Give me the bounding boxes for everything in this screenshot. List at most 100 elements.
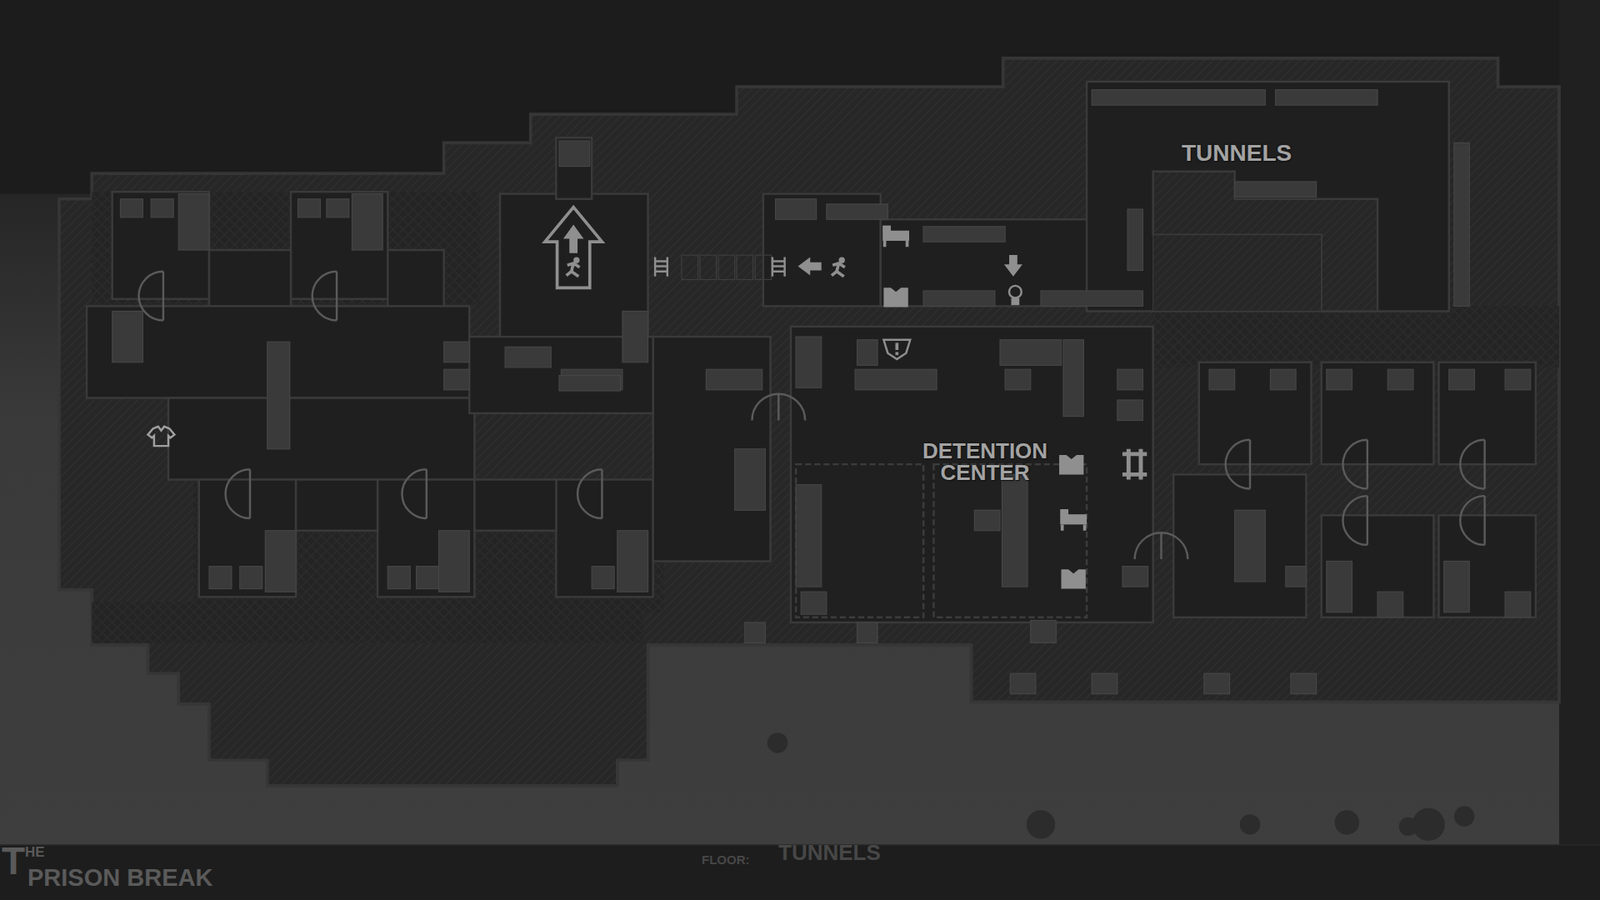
room-floor	[1321, 362, 1435, 465]
furniture	[857, 622, 878, 643]
door	[249, 469, 251, 519]
furniture	[1235, 510, 1266, 582]
floor-name: TUNNELS	[778, 841, 881, 864]
door	[335, 271, 338, 321]
cell-wall	[795, 464, 924, 618]
door	[1249, 440, 1251, 490]
room-floor	[387, 250, 444, 306]
table-icon	[1122, 449, 1147, 480]
furniture	[745, 622, 765, 643]
furniture	[617, 530, 649, 592]
bed-icon	[882, 230, 910, 241]
tunnel-wall	[1153, 235, 1322, 312]
door	[1225, 440, 1250, 490]
furniture	[351, 194, 383, 250]
room-label: DETENTION CENTER	[893, 440, 1077, 484]
furniture	[112, 310, 144, 362]
furniture	[1290, 673, 1317, 694]
furniture	[240, 566, 263, 590]
furniture	[1270, 369, 1296, 390]
rock	[1335, 810, 1360, 835]
furniture	[735, 449, 766, 510]
catwalk	[755, 255, 772, 280]
furniture	[775, 199, 817, 220]
furniture	[1209, 369, 1235, 390]
catwalk	[718, 255, 735, 280]
catwalk	[700, 255, 717, 280]
furniture	[1117, 400, 1144, 420]
furniture	[150, 199, 174, 218]
furniture	[923, 290, 995, 306]
rock	[1454, 805, 1475, 826]
furniture	[974, 510, 1000, 530]
room-floor	[1439, 362, 1536, 465]
vest-icon	[883, 287, 908, 307]
furniture	[1444, 560, 1470, 612]
furniture	[857, 340, 878, 366]
door	[600, 469, 603, 519]
furniture	[298, 199, 321, 218]
furniture	[1000, 340, 1061, 366]
floor-caption: FLOOR:	[701, 853, 750, 866]
room-floor	[290, 191, 388, 300]
furniture	[1454, 142, 1470, 306]
door	[162, 271, 165, 321]
furniture	[505, 346, 551, 367]
furniture	[1001, 474, 1028, 587]
furniture	[178, 194, 210, 250]
furniture	[265, 530, 296, 592]
furniture	[1010, 673, 1036, 694]
yard-floor	[91, 601, 643, 643]
furniture	[267, 341, 290, 450]
furniture	[1285, 566, 1306, 587]
door	[1342, 440, 1367, 490]
player-icon	[831, 263, 845, 277]
door	[751, 394, 805, 421]
furniture	[209, 566, 232, 590]
door	[1135, 532, 1189, 560]
room-floor	[168, 398, 475, 480]
vest-icon	[1059, 455, 1084, 475]
furniture	[923, 226, 1005, 242]
door	[312, 271, 337, 321]
furniture	[1122, 566, 1149, 587]
furniture	[559, 140, 590, 167]
furniture	[1449, 369, 1475, 390]
game-logo: PRISON BREAK	[27, 865, 213, 890]
lightbulb-icon	[1009, 285, 1022, 299]
furniture	[1117, 369, 1144, 390]
furniture	[1275, 90, 1378, 105]
room-floor	[209, 250, 291, 306]
furniture	[559, 375, 620, 391]
rock	[1412, 808, 1445, 841]
door	[1342, 495, 1367, 545]
room-label: TUNNELS	[1181, 141, 1292, 165]
bed-icon	[1062, 524, 1085, 530]
room-floor	[112, 191, 210, 300]
room-floor	[295, 480, 378, 531]
player-icon	[566, 263, 580, 277]
room-floor	[1199, 362, 1312, 465]
catwalk	[736, 255, 754, 280]
furniture	[1377, 591, 1404, 618]
room-floor	[474, 480, 556, 531]
game-logo: HE	[25, 845, 45, 860]
furniture	[439, 530, 470, 592]
furniture	[1505, 369, 1531, 390]
bed-icon	[1060, 514, 1087, 525]
door	[401, 469, 426, 519]
furniture	[795, 336, 822, 388]
furniture	[855, 369, 937, 390]
furniture	[1326, 369, 1353, 390]
vest-icon	[1060, 569, 1085, 589]
bed-icon	[1060, 509, 1069, 515]
furniture	[416, 566, 440, 590]
furniture	[1030, 620, 1057, 643]
furniture	[1505, 591, 1531, 618]
cell-wall	[933, 464, 1087, 618]
door	[577, 469, 602, 519]
room-floor	[1439, 515, 1536, 617]
